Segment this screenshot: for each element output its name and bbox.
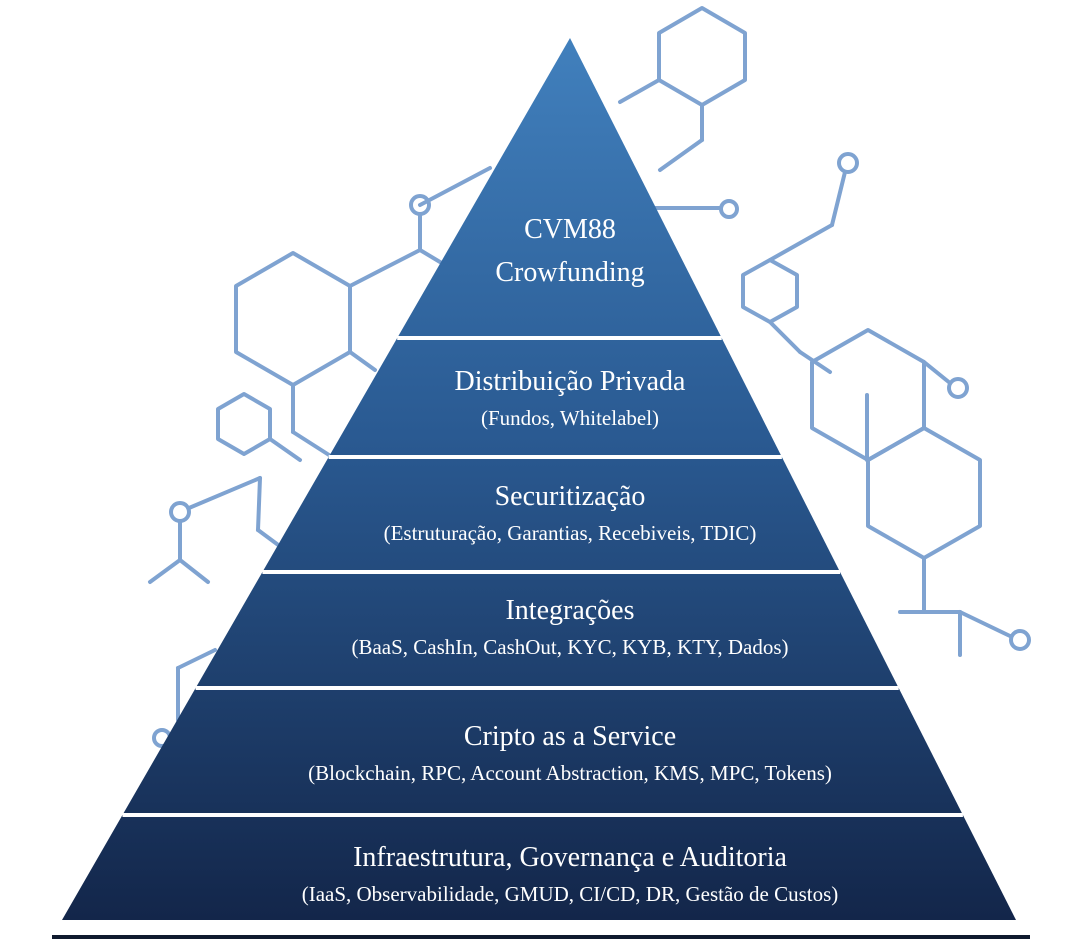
- tier-2-title: Distribuição Privada: [455, 366, 687, 397]
- pyramid: CVM88 Crowfunding Distribuição Privada (…: [62, 38, 1016, 920]
- tier-labels: CVM88 Crowfunding Distribuição Privada (…: [302, 214, 839, 906]
- bond-line: [418, 166, 492, 207]
- tier-5-title: Cripto as a Service: [464, 721, 676, 752]
- bond-line: [348, 350, 377, 372]
- bond-line: [176, 648, 217, 670]
- tier-3-title: Securitização: [495, 481, 646, 512]
- tier-4-title: Integrações: [505, 595, 634, 626]
- bond-line: [618, 78, 661, 104]
- node-circle: [169, 501, 191, 523]
- tier-5-subtitle: (Blockchain, RPC, Account Abstraction, K…: [308, 761, 832, 785]
- tier-6-title: Infraestrutura, Governança e Auditoria: [353, 842, 787, 873]
- bond-line: [256, 476, 262, 532]
- bond-line: [830, 170, 847, 227]
- molecule-network-decoration: [148, 6, 1031, 748]
- node-circle: [947, 377, 969, 399]
- bond-line: [187, 476, 262, 510]
- bond-line: [658, 138, 704, 172]
- bond-line: [148, 558, 182, 584]
- bond-line: [768, 320, 802, 354]
- tier-2-subtitle: (Fundos, Whitelabel): [481, 406, 659, 430]
- hexagon-shape: [234, 251, 352, 387]
- tier-6-subtitle: (IaaS, Observabilidade, GMUD, CI/CD, DR,…: [302, 882, 839, 906]
- tier-1-title-line2: Crowfunding: [495, 257, 644, 288]
- node-circle: [719, 199, 739, 219]
- bond-line: [768, 223, 834, 262]
- hexagon-shape: [657, 6, 747, 107]
- bond-line: [958, 610, 1012, 638]
- tier-3-subtitle: (Estruturação, Garantias, Recebiveis, TD…: [384, 521, 757, 545]
- bond-line: [348, 248, 422, 288]
- pyramid-body: [62, 38, 1016, 920]
- tier-dividers: [122, 336, 963, 817]
- hexagon-shape: [741, 258, 799, 324]
- hexagon-shape: [866, 426, 982, 560]
- bond-line: [178, 558, 210, 584]
- node-circle: [1009, 629, 1031, 651]
- tier-1-title-line1: CVM88: [524, 214, 616, 245]
- node-circle: [837, 152, 859, 174]
- bond-line: [922, 360, 952, 385]
- tier-4-subtitle: (BaaS, CashIn, CashOut, KYC, KYB, KTY, D…: [351, 635, 788, 659]
- hexagon-shape: [216, 392, 272, 456]
- bond-line: [268, 437, 302, 462]
